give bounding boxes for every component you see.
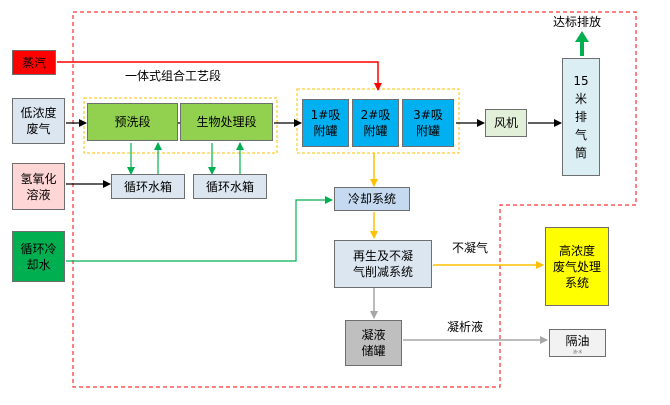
steam-line xyxy=(57,61,382,91)
regeneration-system-box: 再生及不凝 气削减系统 xyxy=(334,240,432,288)
discharge-label: 达标排放 xyxy=(553,15,602,29)
cooling-system-box: 冷却系统 xyxy=(334,187,410,211)
adsorber-2: 2#吸 附罐 xyxy=(352,99,399,147)
naoh-solution-box: 氢氧化 溶液 xyxy=(12,163,65,210)
condensate-label: 凝析液 xyxy=(447,320,484,334)
group-dashed-combined xyxy=(83,97,278,154)
cooling-water-box: 循环冷 却水 xyxy=(12,231,65,282)
prewash-stage-box: 预洗段 xyxy=(87,103,178,141)
cooling-water-line xyxy=(66,196,333,262)
zone-label: 一体式组合工艺段 xyxy=(125,69,222,83)
oil-separator-box: 隔油 油-水 xyxy=(549,329,606,357)
oil-separator-label: 隔油 xyxy=(565,333,590,348)
bio-treatment-stage-box: 生物处理段 xyxy=(180,103,273,141)
circulation-tank-1: 循环水箱 xyxy=(111,174,185,199)
low-concentration-gas-box: 低浓度 废气 xyxy=(12,98,65,144)
oil-separator-sublabel: 油-水 xyxy=(572,348,583,354)
noncondensable-label: 不凝气 xyxy=(452,241,489,255)
adsorber-3: 3#吸 附罐 xyxy=(402,99,454,147)
steam-input-box: 蒸汽 xyxy=(12,50,56,75)
condensate-tank-box: 凝液 储罐 xyxy=(345,320,402,366)
circulation-tank-2: 循环水箱 xyxy=(193,174,267,199)
boundary-dashed-red xyxy=(72,11,637,388)
exhaust-stack-box: 15 米 排 气 筒 xyxy=(562,58,600,176)
high-concentration-system-box: 高浓度 废气处理 系统 xyxy=(545,227,609,306)
fan-box: 风机 xyxy=(485,109,527,137)
adsorber-1: 1#吸 附罐 xyxy=(302,99,349,147)
